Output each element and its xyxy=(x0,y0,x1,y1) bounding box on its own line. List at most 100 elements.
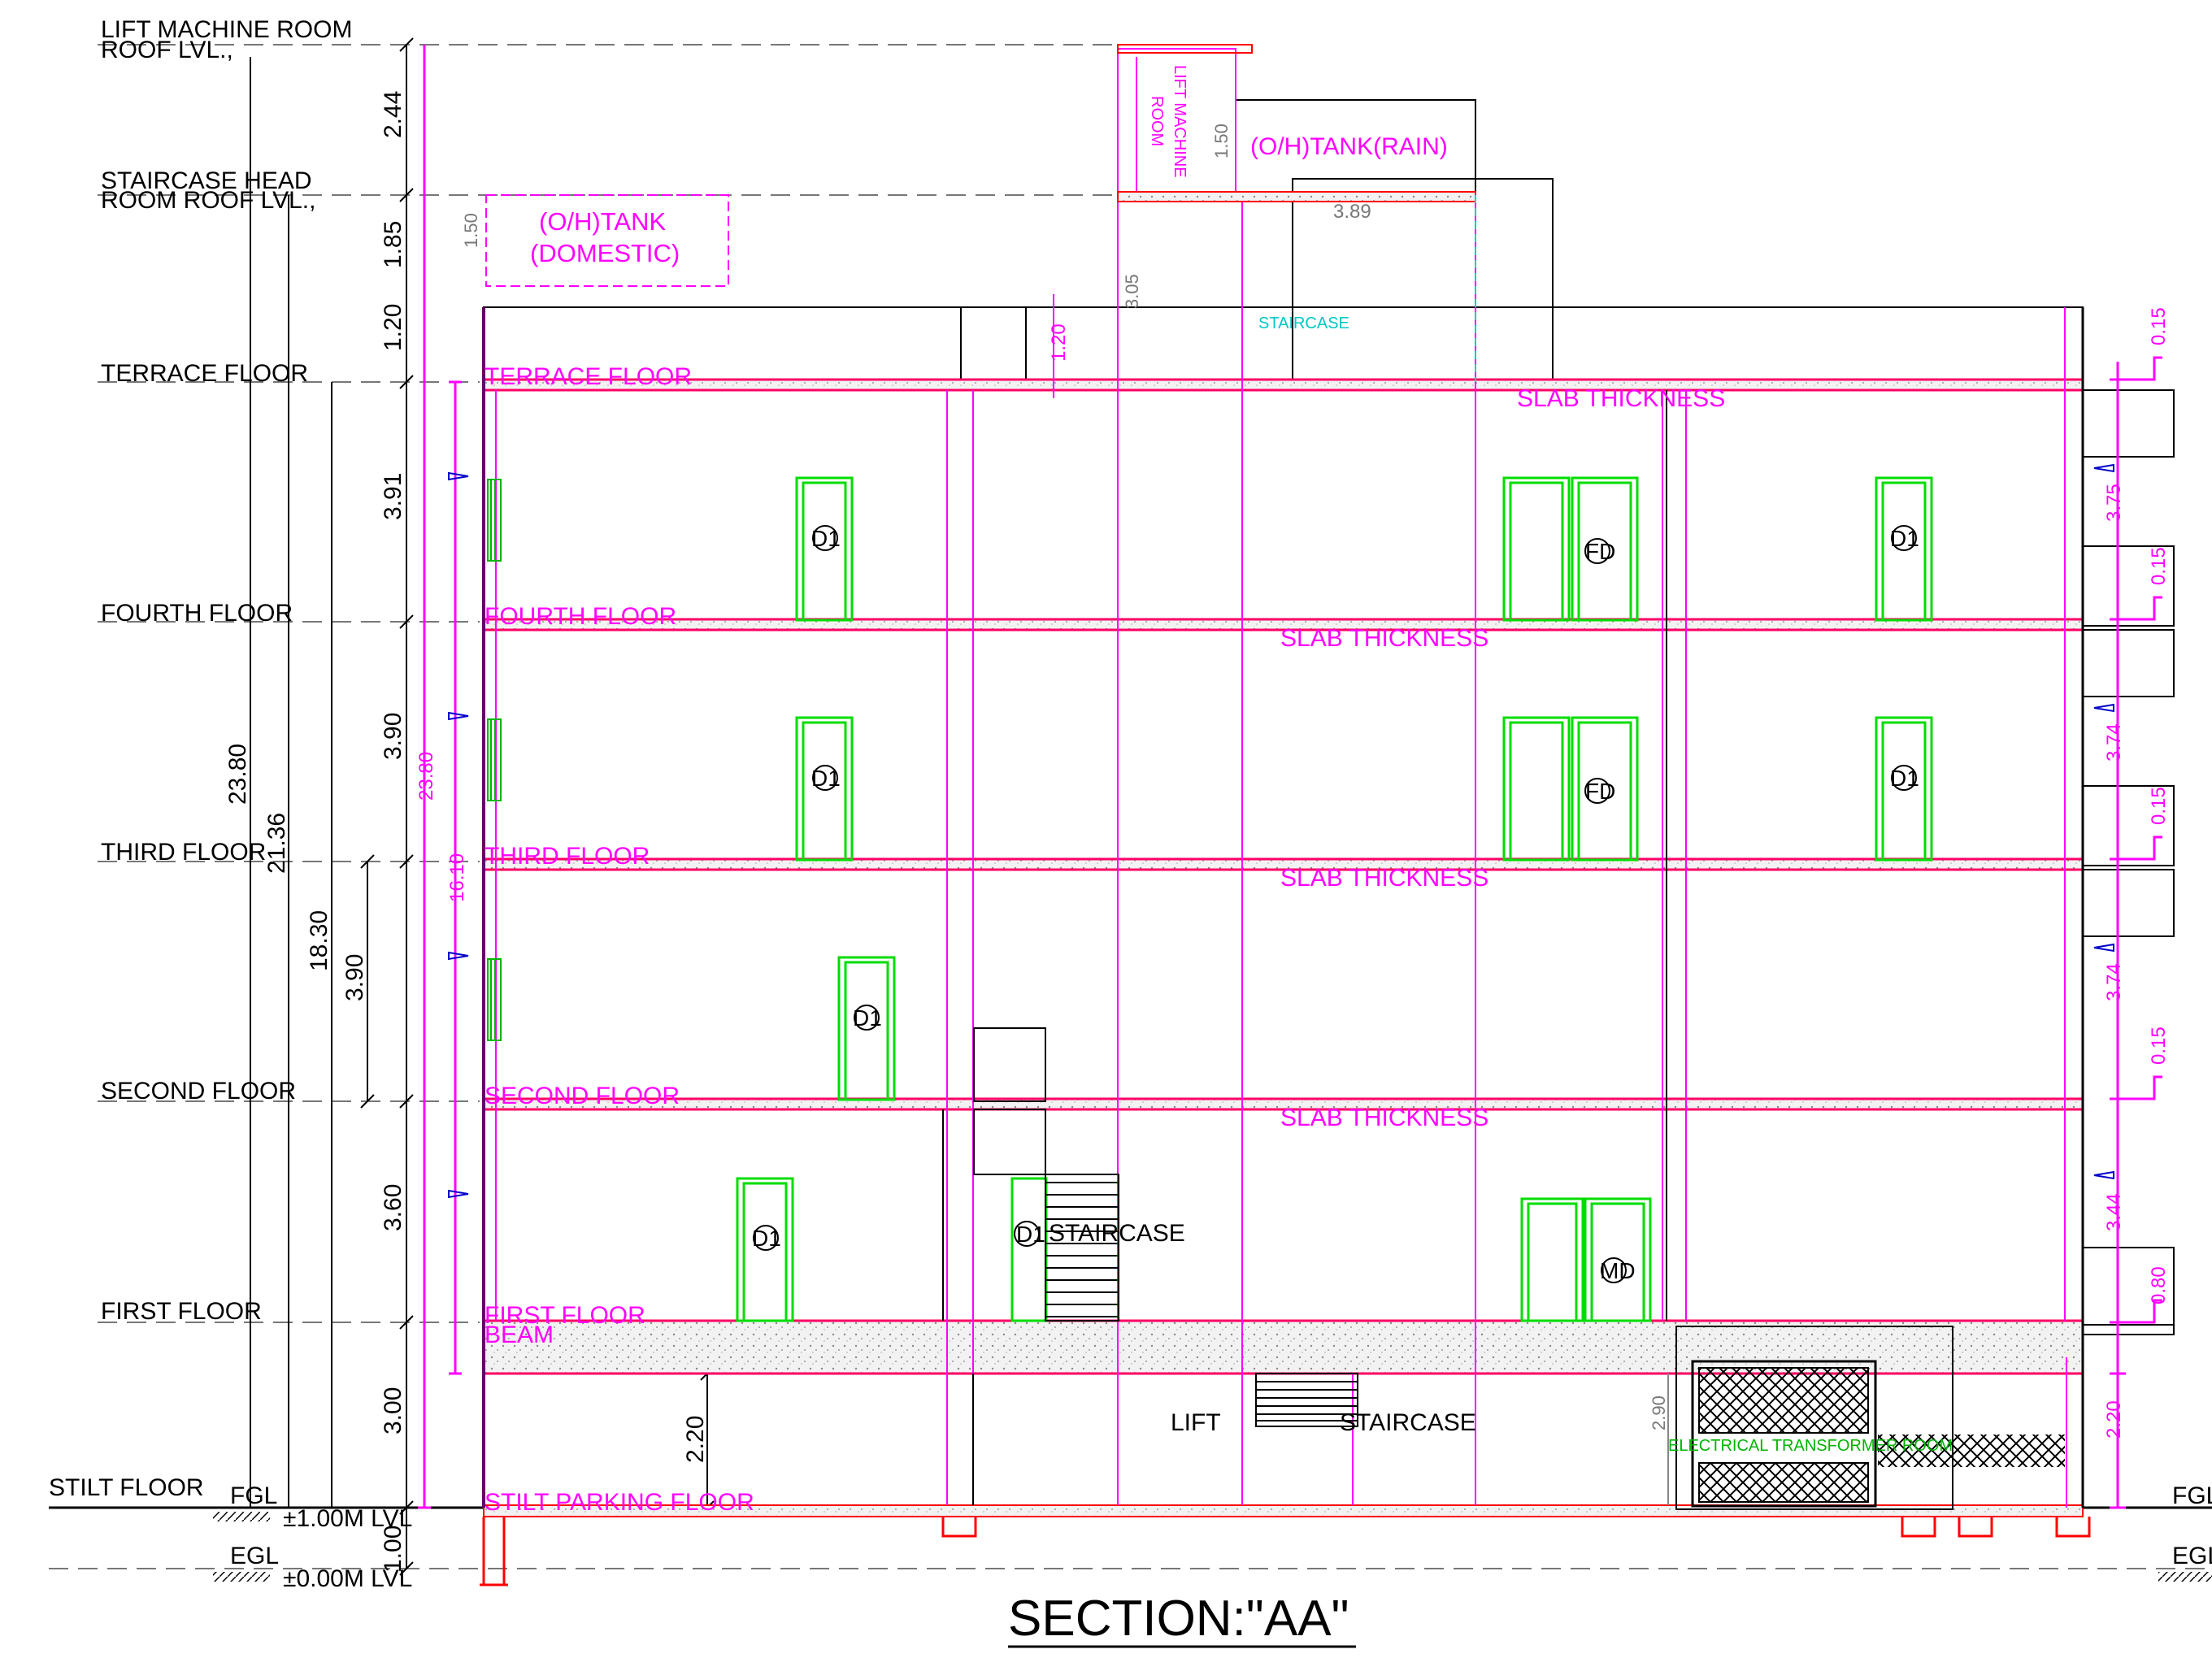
tank-domestic-label-2: (DOMESTIC) xyxy=(530,239,680,267)
tank-rain-label: (O/H)TANK(RAIN) xyxy=(1250,133,1448,160)
dim-3-60: 3.60 xyxy=(380,1184,406,1231)
door-tag-4-1: D1 xyxy=(811,526,841,551)
third-floor-label: THIRD FLOOR xyxy=(485,843,650,870)
right-balconies xyxy=(2082,389,2175,1335)
transformer-hatch-2 xyxy=(1698,1462,1869,1503)
fourth-floor-label: FOURTH FLOOR xyxy=(485,603,676,630)
level-label-terrace: TERRACE FLOOR xyxy=(101,360,308,387)
staircase-stilt-label: STAIRCASE xyxy=(1340,1409,1476,1436)
door-tag-4-2: FD xyxy=(1585,539,1615,564)
door-tag-1-2: D1 xyxy=(1016,1222,1045,1247)
ground-hatch-left-2 xyxy=(213,1572,270,1582)
fgl-label: FGL xyxy=(230,1482,277,1509)
door-tag-4-3: D1 xyxy=(1890,526,1919,551)
stair-first-floor xyxy=(973,1027,1119,1322)
fgl-right-label: FGL xyxy=(2172,1482,2212,1509)
door-tag-3-1: D1 xyxy=(811,766,841,791)
right-dim-beam: 0.80 xyxy=(2148,1266,2170,1304)
level-label-lmr-1: LIFT MACHINE ROOM xyxy=(101,16,352,43)
slab-thickness-1: SLAB THICKNESS xyxy=(1517,385,1725,412)
level-label-stilt: STILT FLOOR xyxy=(49,1474,204,1501)
door-tag-2-1: D1 xyxy=(853,1005,882,1031)
door-tag-circles xyxy=(753,525,1917,1283)
electrical-room-outline xyxy=(1675,1326,1953,1510)
stair-treads-stilt xyxy=(1255,1373,1358,1427)
dim-1-20-parapet: 1.20 xyxy=(1048,323,1070,362)
building-shell xyxy=(482,44,2084,1517)
right-dim-slab-3: 0.15 xyxy=(2148,787,2170,825)
footings xyxy=(480,1517,2091,1586)
slab-terrace xyxy=(482,378,2084,392)
dim-3-90-b: 3.90 xyxy=(341,954,368,1001)
lift-label: LIFT xyxy=(1171,1409,1221,1436)
egl-level-label: ±0.00M LVL xyxy=(283,1565,412,1592)
transformer-hatch-1 xyxy=(1698,1367,1869,1434)
dim-2-44: 2.44 xyxy=(380,91,406,138)
level-label-shr-2: ROOM ROOF LVL., xyxy=(101,187,315,214)
dim-1-20: 1.20 xyxy=(380,304,406,351)
lmr-label-1: LIFT MACHINE xyxy=(1171,65,1189,178)
domestic-tank xyxy=(485,194,729,287)
stair-treads-first xyxy=(1045,1182,1119,1317)
level-label-fourth: FOURTH FLOOR xyxy=(101,600,293,627)
transformer-hatch-3 xyxy=(1878,1434,2065,1467)
dim-3-90-a: 3.90 xyxy=(380,713,406,760)
ground-hatch-right xyxy=(2158,1572,2212,1582)
right-dim-clear-3: 3.74 xyxy=(2103,963,2125,1001)
dim-16-10-magenta: 16.10 xyxy=(446,853,468,902)
first-floor-label: FIRST FLOOR xyxy=(485,1302,645,1329)
terrace-floor-label: TERRACE FLOOR xyxy=(485,363,692,390)
right-dim-slab-1: 0.15 xyxy=(2148,307,2170,345)
dim-23-80-black: 23.80 xyxy=(224,744,251,805)
dim-18-30: 18.30 xyxy=(306,910,332,971)
door-tag-3-2: FD xyxy=(1585,779,1615,804)
stilt-parking-label: STILT PARKING FLOOR xyxy=(485,1489,754,1516)
dim-2-20-stilt: 2.20 xyxy=(682,1416,709,1463)
dim-21-36: 21.36 xyxy=(263,813,290,874)
dim-1-00: 1.00 xyxy=(380,1526,406,1573)
staircase-first-label: STAIRCASE xyxy=(1049,1220,1185,1247)
dim-3-89: 3.89 xyxy=(1333,201,1371,223)
magenta-dimension-lines xyxy=(418,45,462,1509)
right-dimension-lines xyxy=(2110,356,2162,1509)
tank-rain-dim: 1.50 xyxy=(1211,124,1232,158)
egl-right-label: EGL xyxy=(2172,1543,2212,1569)
level-label-shr-1: STAIRCASE HEAD xyxy=(101,167,312,194)
level-label-third: THIRD FLOOR xyxy=(101,839,266,866)
dim-3-05: 3.05 xyxy=(1122,274,1142,309)
staircase-roof-label: STAIRCASE xyxy=(1258,315,1349,332)
doors xyxy=(736,476,1933,1322)
left-windows xyxy=(487,479,502,1041)
tank-domestic-dim: 1.50 xyxy=(461,213,481,248)
dim-23-80-magenta: 23.80 xyxy=(415,752,437,801)
beam-label: BEAM xyxy=(485,1322,554,1348)
ground-hatch-left-1 xyxy=(213,1512,270,1521)
second-floor-label: SECOND FLOOR xyxy=(485,1083,680,1109)
door-tag-3-3: D1 xyxy=(1890,766,1919,791)
level-label-second: SECOND FLOOR xyxy=(101,1078,296,1105)
section-title: SECTION:"AA" xyxy=(1008,1591,1349,1647)
electrical-room-frame xyxy=(1691,1360,1877,1508)
dim-1-85: 1.85 xyxy=(380,221,406,268)
right-dim-clear-2: 3.74 xyxy=(2103,723,2125,762)
dim-3-91: 3.91 xyxy=(380,473,406,520)
right-dim-clear-5: 2.20 xyxy=(2103,1400,2125,1439)
slab-thickness-4: SLAB THICKNESS xyxy=(1280,1105,1488,1131)
fgl-level-label: ±1.00M LVL xyxy=(283,1505,412,1532)
level-label-lmr-2: ROOF LVL., xyxy=(101,37,233,63)
slab-thickness-2: SLAB THICKNESS xyxy=(1280,625,1488,652)
electrical-transformer-label: ELECTRICAL TRANSFORMER ROOM xyxy=(1668,1437,1953,1455)
slab-thickness-3: SLAB THICKNESS xyxy=(1280,865,1488,892)
right-dim-clear-1: 3.75 xyxy=(2103,484,2125,522)
lmr-label-2: ROOM xyxy=(1148,96,1166,146)
tank-domestic-label-1: (O/H)TANK xyxy=(539,207,666,236)
door-tag-1-3: MD xyxy=(1600,1258,1636,1283)
right-dim-slab-4: 0.15 xyxy=(2148,1026,2170,1065)
stilt-floor-slab xyxy=(483,1504,2084,1517)
right-dim-clear-4: 3.44 xyxy=(2103,1193,2125,1231)
slab-first-beam xyxy=(482,1319,2084,1375)
left-dimension-lines xyxy=(250,37,715,1576)
door-tag-1-1: D1 xyxy=(752,1226,781,1251)
right-dim-slab-2: 0.15 xyxy=(2148,547,2170,585)
